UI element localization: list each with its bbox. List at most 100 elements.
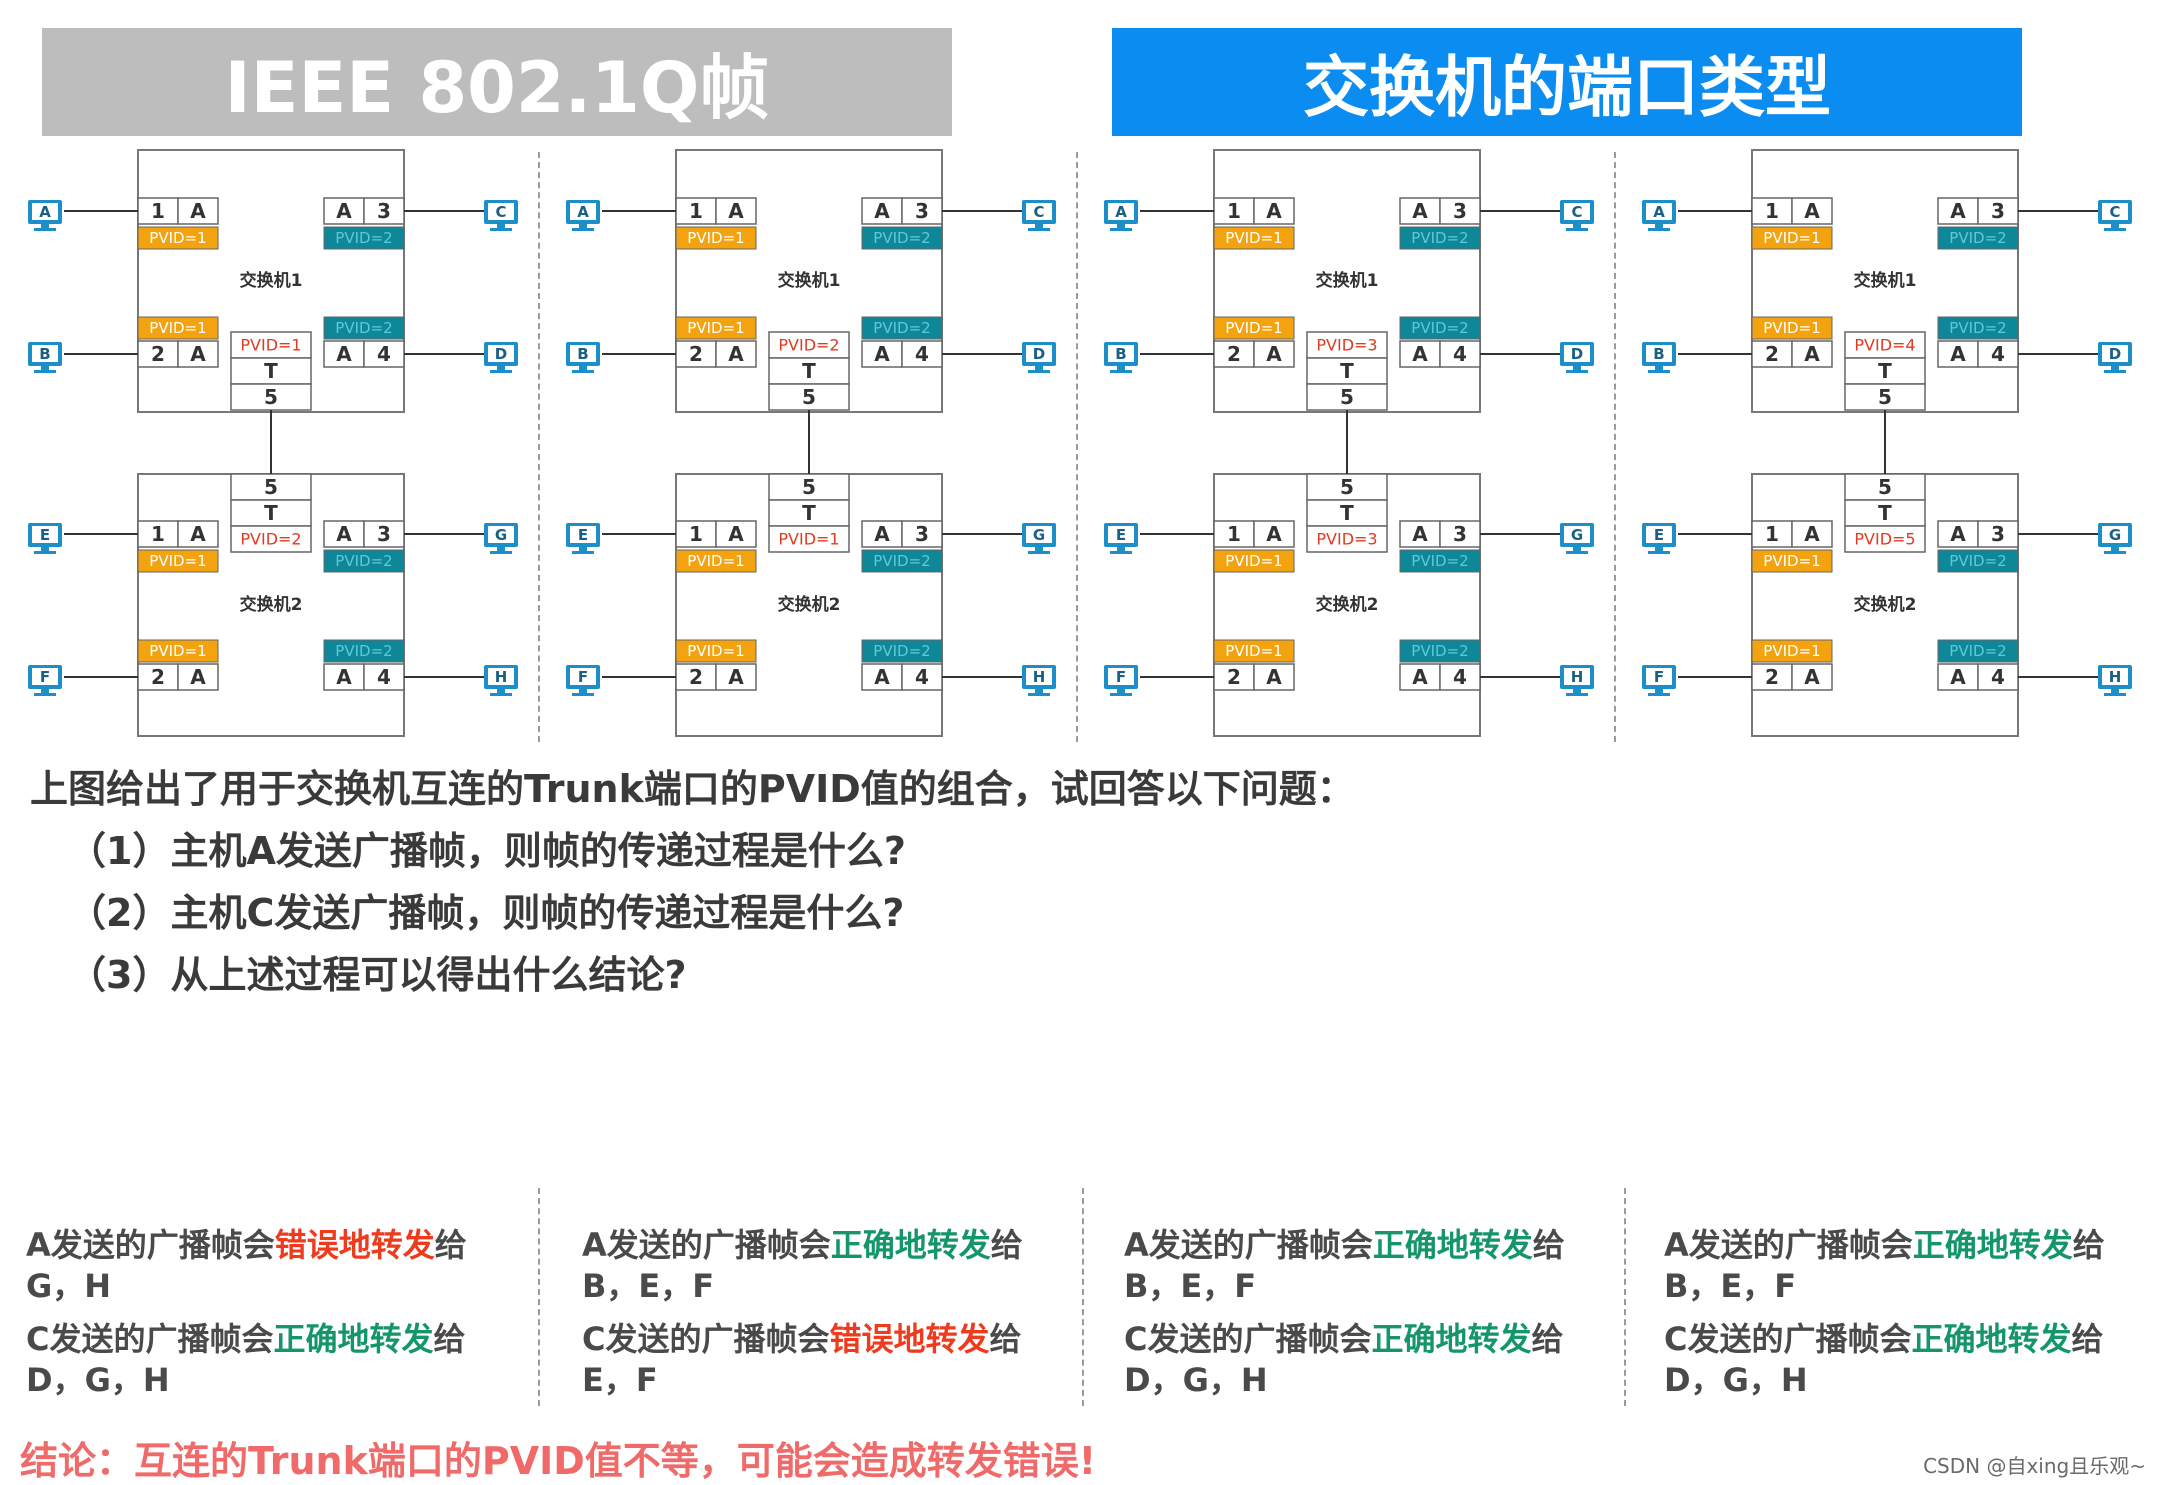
port-label: A [336,665,352,689]
port-cell [1253,663,1295,691]
monitor-base [1566,551,1588,554]
monitor-neck [41,547,49,551]
port-label: 4 [1991,665,2005,689]
trunk-port-label: 5 [1340,475,1354,499]
port-cell [861,520,903,548]
host-f-icon: F [566,665,600,696]
pvid-bar [675,549,757,573]
pvid-bar [137,549,219,573]
trunk-pvid-cell [1844,525,1926,553]
trunk-port-cell [1306,473,1388,501]
switch-2-label: 交换机2 [1316,594,1379,615]
host-g-icon: G [484,523,518,554]
monitor-screen [1564,526,1590,543]
monitor-screen [1108,526,1134,543]
monitor-neck [1035,689,1043,693]
trunk-port-label: 5 [1340,385,1354,409]
port-label: A [1266,665,1282,689]
trunk-port-cell [230,383,312,411]
port-label: 3 [1453,522,1467,546]
pvid-label: PVID=2 [873,319,930,337]
trunk-pvid-cell [768,525,850,553]
trunk-port-label: 5 [1878,385,1892,409]
monitor-screen [1108,668,1134,685]
divider [1082,1188,1084,1406]
monitor-base [490,551,512,554]
port-label: 3 [915,522,929,546]
monitor-screen [2102,345,2128,362]
answer-c-prefix: C发送的广播帧会 [26,1320,274,1358]
monitor-neck [579,366,587,370]
host-letter: F [1654,668,1664,686]
trunk-port-cell [230,473,312,501]
answer-c-prefix: C发送的广播帧会 [1664,1320,1912,1358]
host-letter: C [1033,203,1044,221]
monitor-screen [1026,526,1052,543]
pvid-label: PVID=1 [1225,642,1282,660]
port-cell [1439,197,1481,225]
port-cell [675,520,717,548]
monitor-screen [1564,668,1590,685]
monitor-base [1566,370,1588,373]
trunk-port-cell [1844,473,1926,501]
monitor-screen [1646,526,1672,543]
pvid-bar [1751,549,1833,573]
monitor-base [490,370,512,373]
monitor-neck [1035,224,1043,228]
monitor-base [1110,551,1132,554]
port-label: A [190,342,206,366]
host-g-icon: G [2098,523,2132,554]
host-a-icon: A [1642,200,1676,231]
pvid-label: PVID=1 [1763,229,1820,247]
port-label: A [190,522,206,546]
trunk-port-label: 5 [802,475,816,499]
trunk-pvid-cell [1306,525,1388,553]
trunk-pvid-cell [1306,331,1388,359]
port-label: 1 [1227,522,1241,546]
port-cell [715,197,757,225]
pvid-bar [1213,316,1295,340]
pvid-label: PVID=2 [1949,552,2006,570]
port-cell [715,663,757,691]
port-cell [1977,197,2019,225]
conclusion: 结论：互连的Trunk端口的PVID值不等，可能会造成转发错误! [20,1439,1097,1483]
trunk-port-label: 5 [802,385,816,409]
port-cell [1399,340,1441,368]
host-letter: C [1571,203,1582,221]
divider [1614,152,1616,742]
port-cell [1213,663,1255,691]
trunk-pvid-cell [230,525,312,553]
trunk-pvid-label: PVID=3 [1316,336,1377,355]
monitor-base [1648,228,1670,231]
host-letter: H [495,668,508,686]
monitor-base [572,370,594,373]
monitor-neck [1573,689,1581,693]
monitor-neck [1117,366,1125,370]
trunk-type-cell [1844,357,1926,385]
pvid-label: PVID=1 [1763,642,1820,660]
monitor-screen [1026,345,1052,362]
monitor-base [490,228,512,231]
port-label: 2 [1765,342,1779,366]
trunk-type-label: T [1878,501,1892,525]
host-letter: D [1571,345,1583,363]
monitor-base [2104,228,2126,231]
monitor-screen [1108,203,1134,220]
question-3: （3）从上述过程可以得出什么结论? [68,953,687,997]
port-label: A [874,665,890,689]
monitor-neck [1655,689,1663,693]
monitor-base [1028,370,1050,373]
pvid-label: PVID=1 [1763,319,1820,337]
monitor-screen [1564,203,1590,220]
port-cell [1439,663,1481,691]
port-cell [1791,197,1833,225]
port-label: A [1804,342,1820,366]
host-h-icon: H [484,665,518,696]
monitor-base [34,693,56,696]
port-cell [715,340,757,368]
pvid-bar [1213,639,1295,663]
port-label: 3 [1453,199,1467,223]
port-cell [137,520,179,548]
